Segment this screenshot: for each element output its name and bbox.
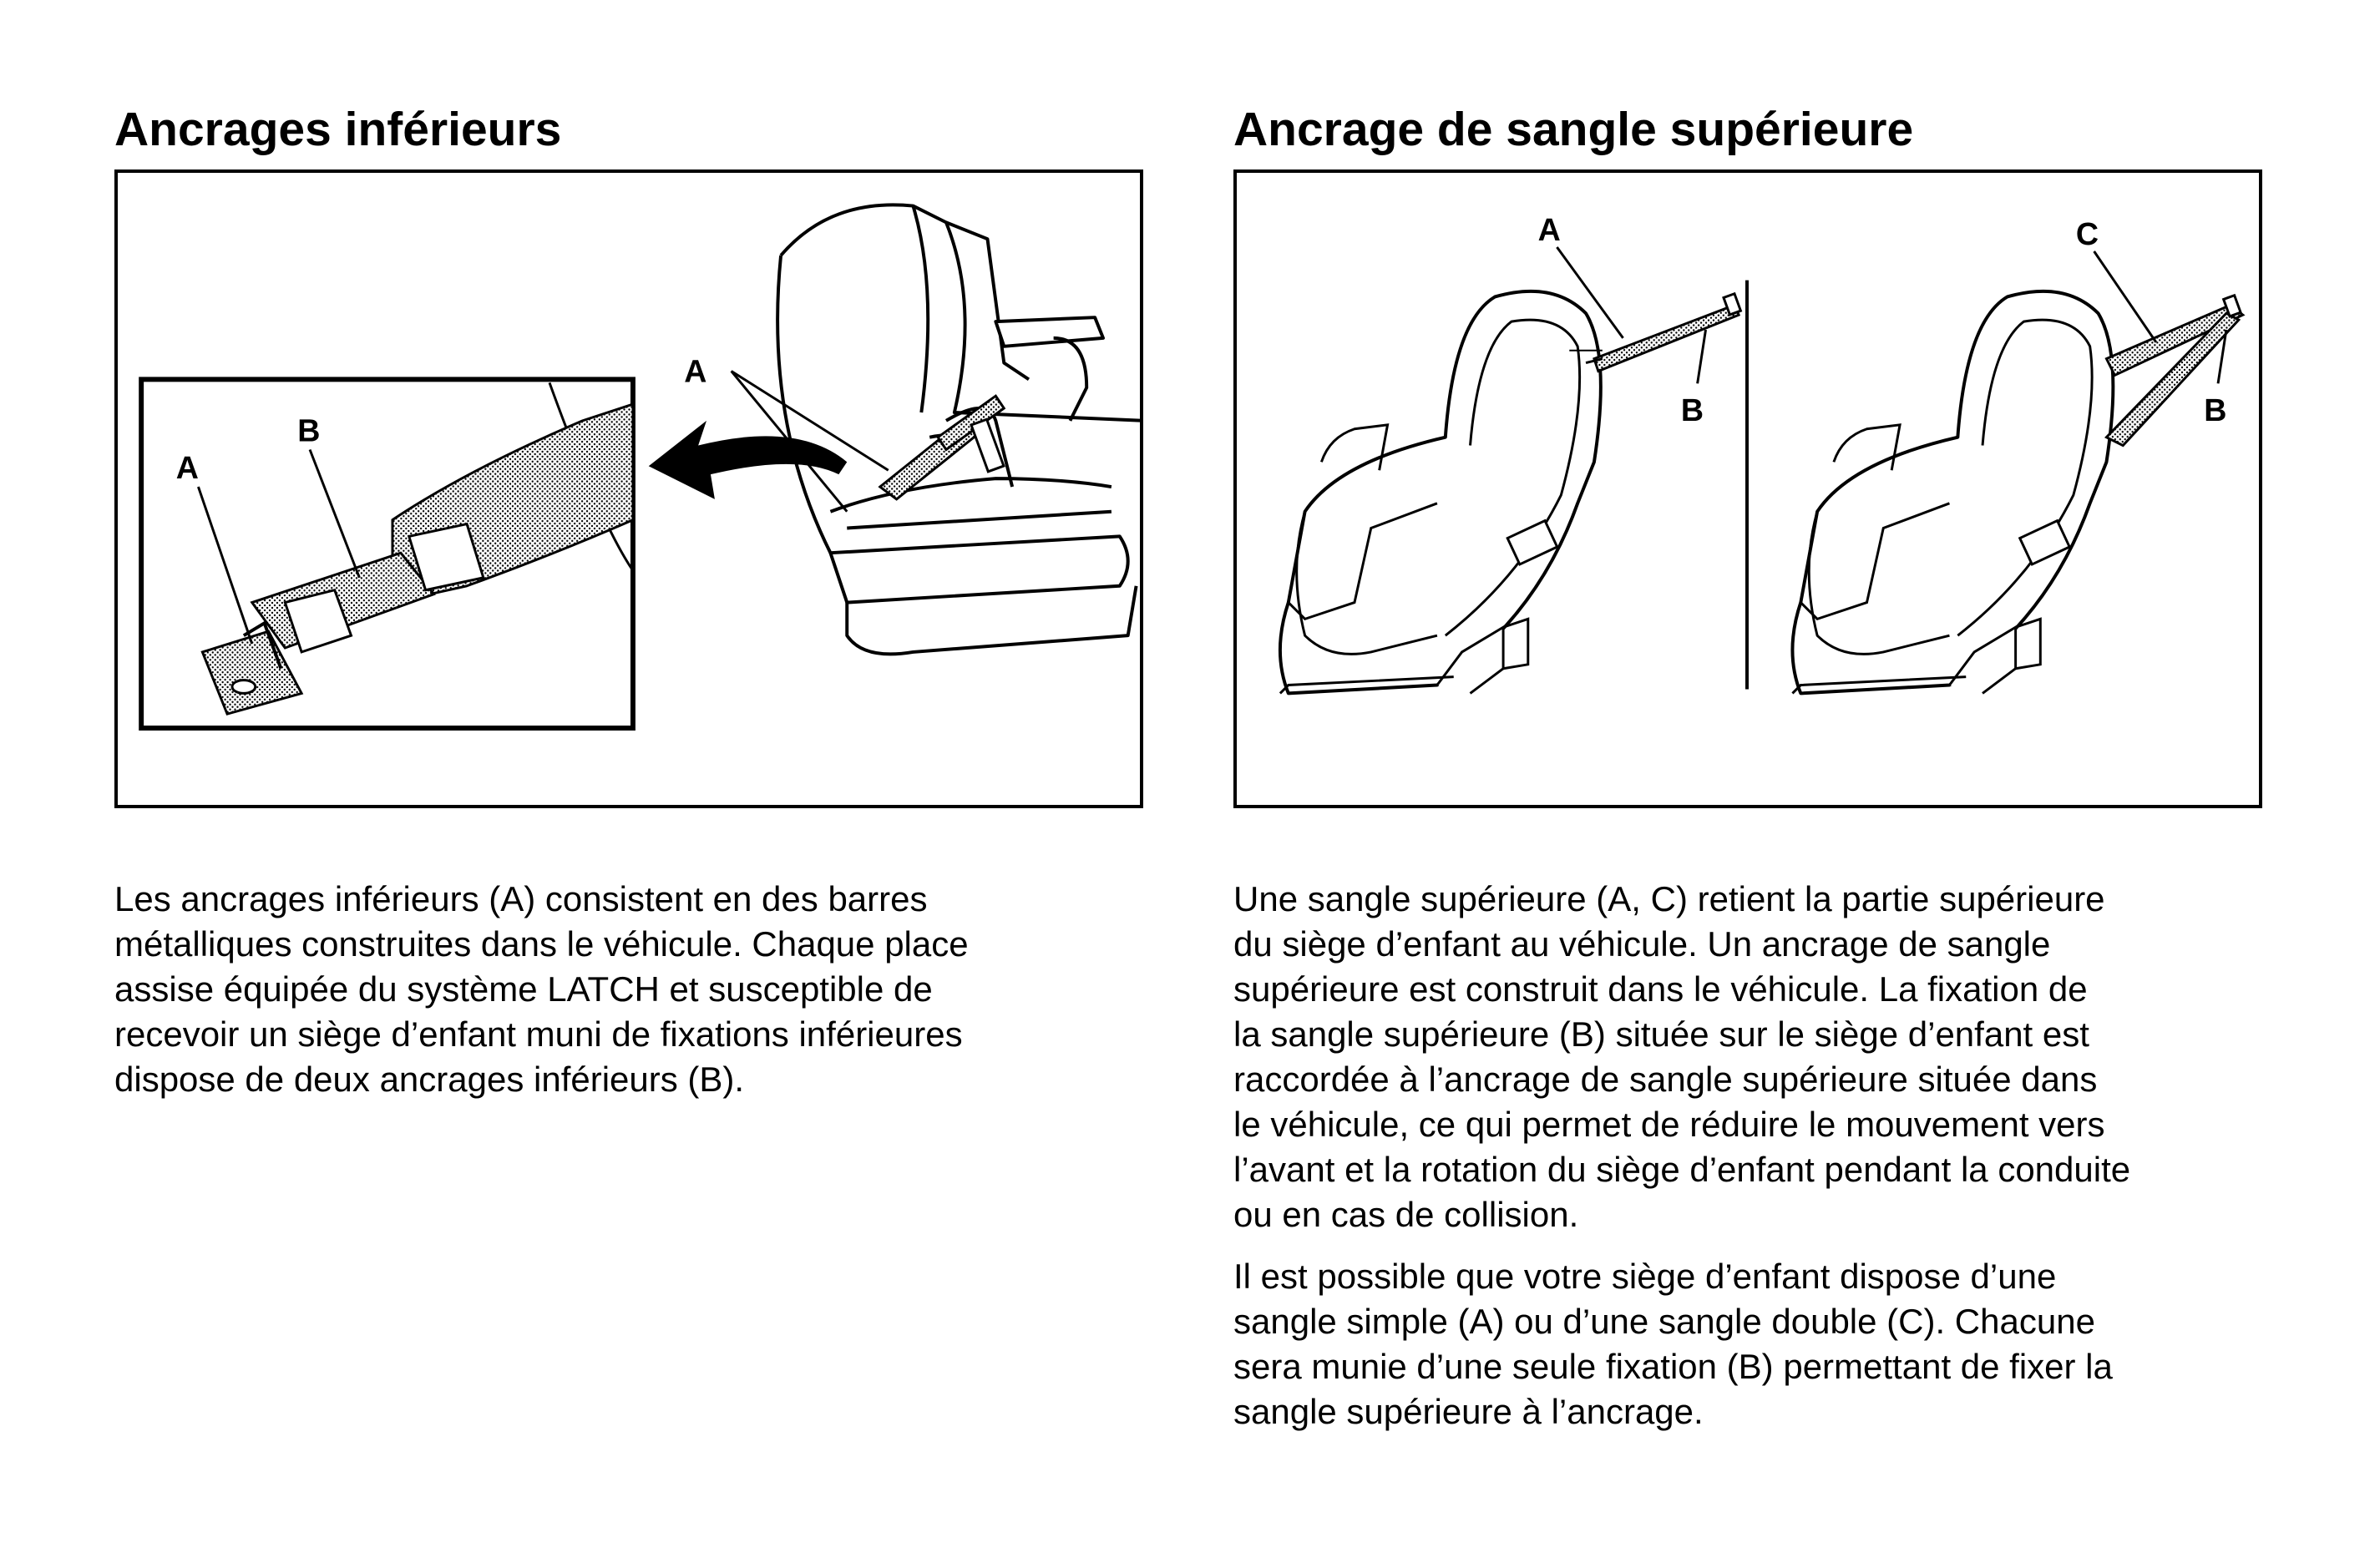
direction-arrow (648, 420, 848, 499)
text-line: Les ancrages inférieurs (A) consistent e… (114, 879, 928, 918)
callout-a-inset: A (176, 450, 199, 485)
callout-a-leaders (730, 370, 889, 513)
text-line: recevoir un siège d’enfant muni de fixat… (114, 1014, 963, 1054)
text-line: du siège d’enfant au véhicule. Un ancrag… (1233, 924, 2051, 964)
text-line: le véhicule, ce qui permet de réduire le… (1233, 1105, 2105, 1144)
text-line: Une sangle supérieure (A, C) retient la … (1233, 879, 2105, 918)
callout-a-single: A (1538, 212, 1561, 247)
text-line: ou en cas de collision. (1233, 1195, 1579, 1234)
top-tether-illustration: A B C B (1278, 212, 2246, 696)
text-line: métalliques construites dans le véhicule… (114, 924, 969, 964)
lower-anchors-figure: A B A (114, 169, 1143, 808)
child-seat-drawing (776, 203, 1140, 656)
callout-b-inset: B (297, 413, 320, 448)
top-tether-heading: Ancrage de sangle supérieure (1233, 103, 1914, 156)
text-line: sangle supérieure à l’ancrage. (1233, 1392, 1704, 1431)
lower-anchors-illustration: A B A (139, 203, 1140, 731)
text-line: l’avant et la rotation du siège d’enfant… (1233, 1150, 2131, 1189)
callout-b-single: B (1681, 392, 1704, 427)
top-tether-paragraph-1: Une sangle supérieure (A, C) retient la … (1233, 877, 2130, 1237)
text-line: sera munie d’une seule fixation (B) perm… (1233, 1347, 2113, 1386)
seat-double-tether (1790, 250, 2246, 696)
text-line: Il est possible que votre siège d’enfant… (1233, 1257, 2057, 1296)
text-line: supérieure est construit dans le véhicul… (1233, 969, 2088, 1009)
callout-a-main: A (684, 353, 706, 388)
top-tether-paragraph-2: Il est possible que votre siège d’enfant… (1233, 1254, 2113, 1434)
callout-b-double: B (2204, 392, 2226, 427)
inset-detail (139, 377, 636, 731)
text-line: dispose de deux ancrages inférieurs (B). (114, 1060, 745, 1099)
callout-c-double: C (2076, 216, 2099, 251)
seat-single-tether (1278, 246, 1743, 696)
top-tether-figure: A B C B (1233, 169, 2262, 808)
text-line: assise équipée du système LATCH et susce… (114, 969, 933, 1009)
text-line: raccordée à l’ancrage de sangle supérieu… (1233, 1060, 2098, 1099)
text-line: sangle simple (A) ou d’une sangle double… (1233, 1302, 2095, 1341)
text-line: la sangle supérieure (B) située sur le s… (1233, 1014, 2089, 1054)
lower-anchors-heading: Ancrages inférieurs (114, 103, 562, 156)
lower-anchors-paragraph: Les ancrages inférieurs (A) consistent e… (114, 877, 969, 1102)
seat-lower-straps (878, 394, 1006, 501)
